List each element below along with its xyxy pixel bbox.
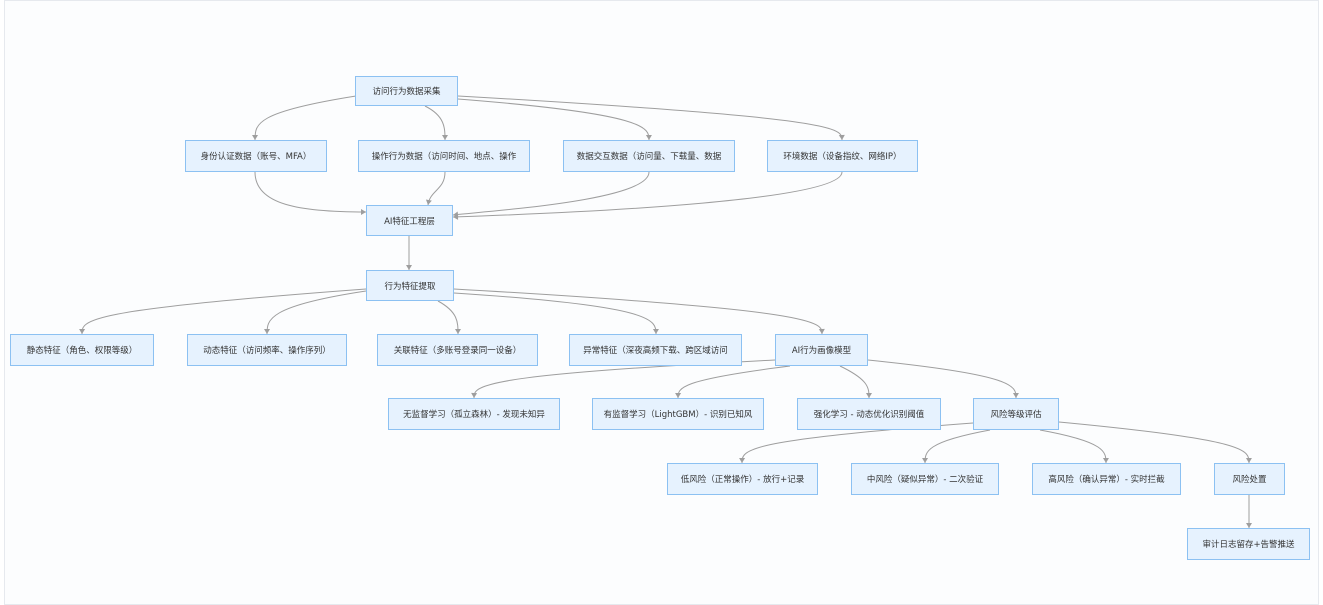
edge-extraction-dynamic-arrowhead [264, 328, 271, 334]
edge-auth-engineering [254, 171, 367, 213]
edge-collect-auth-arrowhead [252, 134, 259, 140]
edge-extraction-anomaly [453, 292, 657, 335]
edge-risk-medium-arrowhead [922, 457, 929, 463]
node-reinforcement-learning: 强化学习 - 动态优化识别阈值 [797, 398, 941, 430]
edge-collect-interaction [457, 98, 650, 141]
edge-extraction-model-arrowhead [818, 328, 825, 334]
edge-extraction-dynamic [266, 290, 367, 335]
edge-model-risk [867, 359, 1017, 399]
edge-model-reinforcement [839, 365, 870, 399]
edge-operation-engineering [427, 171, 446, 206]
node-environment-data: 环境数据（设备指纹、网络IP） [767, 140, 918, 172]
edge-model-supervised-arrowhead [675, 392, 682, 398]
node-data-collection: 访问行为数据采集 [355, 76, 458, 106]
edge-model-supervised [677, 365, 791, 399]
edge-extraction-relational-arrowhead [454, 328, 461, 334]
node-interaction-data: 数据交互数据（访问量、下载量、数据 [563, 140, 735, 172]
node-risk-disposal: 风险处置 [1214, 463, 1285, 495]
edge-engineering-extraction-arrowhead [406, 265, 412, 270]
node-relational-features: 关联特征（多账号登录同一设备） [377, 334, 538, 366]
edge-collect-environment-arrowhead [838, 134, 845, 140]
edge-collect-interaction-arrowhead [645, 134, 652, 140]
node-high-risk: 高风险（确认异常）- 实时拦截 [1032, 463, 1181, 495]
edge-risk-disposal-arrowhead [1245, 457, 1252, 463]
node-feature-extraction: 行为特征提取 [366, 270, 454, 301]
node-risk-assessment: 风险等级评估 [973, 398, 1059, 430]
edge-model-unsupervised-arrowhead [471, 392, 478, 398]
edge-extraction-relational [437, 300, 459, 335]
edge-collect-operation [424, 105, 446, 141]
edge-risk-low-arrowhead [739, 457, 746, 463]
edge-risk-medium [924, 429, 991, 464]
edge-extraction-static [81, 288, 367, 335]
node-static-features: 静态特征（角色、权限等级） [10, 334, 154, 366]
edge-extraction-model [453, 288, 823, 335]
edge-auth-engineering-arrowhead [360, 208, 366, 215]
edge-risk-disposal [1058, 421, 1250, 464]
edge-collect-operation-arrowhead [441, 134, 448, 140]
edge-model-risk-arrowhead [1012, 392, 1019, 398]
edge-disposal-audit-arrowhead [1246, 523, 1252, 528]
node-audit-log-alert: 审计日志留存+告警推送 [1187, 528, 1310, 560]
edge-extraction-anomaly-arrowhead [652, 328, 659, 334]
node-medium-risk: 中风险（疑似异常）- 二次验证 [851, 463, 999, 495]
node-anomaly-features: 异常特征（深夜高频下载、跨区域访问 [569, 334, 742, 366]
edge-extraction-static-arrowhead [79, 328, 86, 334]
edge-interaction-engineering [452, 171, 650, 216]
edge-environment-engineering-arrowhead [453, 213, 459, 220]
node-supervised-learning: 有监督学习（LightGBM）- 识别已知风 [592, 398, 764, 430]
edge-risk-high [1039, 429, 1107, 464]
edge-collect-environment [457, 95, 843, 141]
edge-model-reinforcement-arrowhead [865, 392, 872, 398]
edge-collect-auth [254, 95, 357, 141]
edge-risk-high-arrowhead [1102, 457, 1109, 463]
node-auth-data: 身份认证数据（账号、MFA） [185, 140, 327, 172]
edge-environment-engineering [452, 171, 843, 218]
node-operation-data: 操作行为数据（访问时间、地点、操作 [358, 140, 530, 172]
node-dynamic-features: 动态特征（访问频率、操作序列） [187, 334, 347, 366]
node-low-risk: 低风险（正常操作）- 放行+记录 [667, 463, 818, 495]
edge-operation-engineering-arrowhead [425, 199, 432, 205]
node-unsupervised-learning: 无监督学习（孤立森林）- 发现未知异 [388, 398, 560, 430]
node-feature-engineering: AI特征工程层 [366, 205, 453, 236]
node-ai-profile-model: AI行为画像模型 [775, 334, 868, 366]
